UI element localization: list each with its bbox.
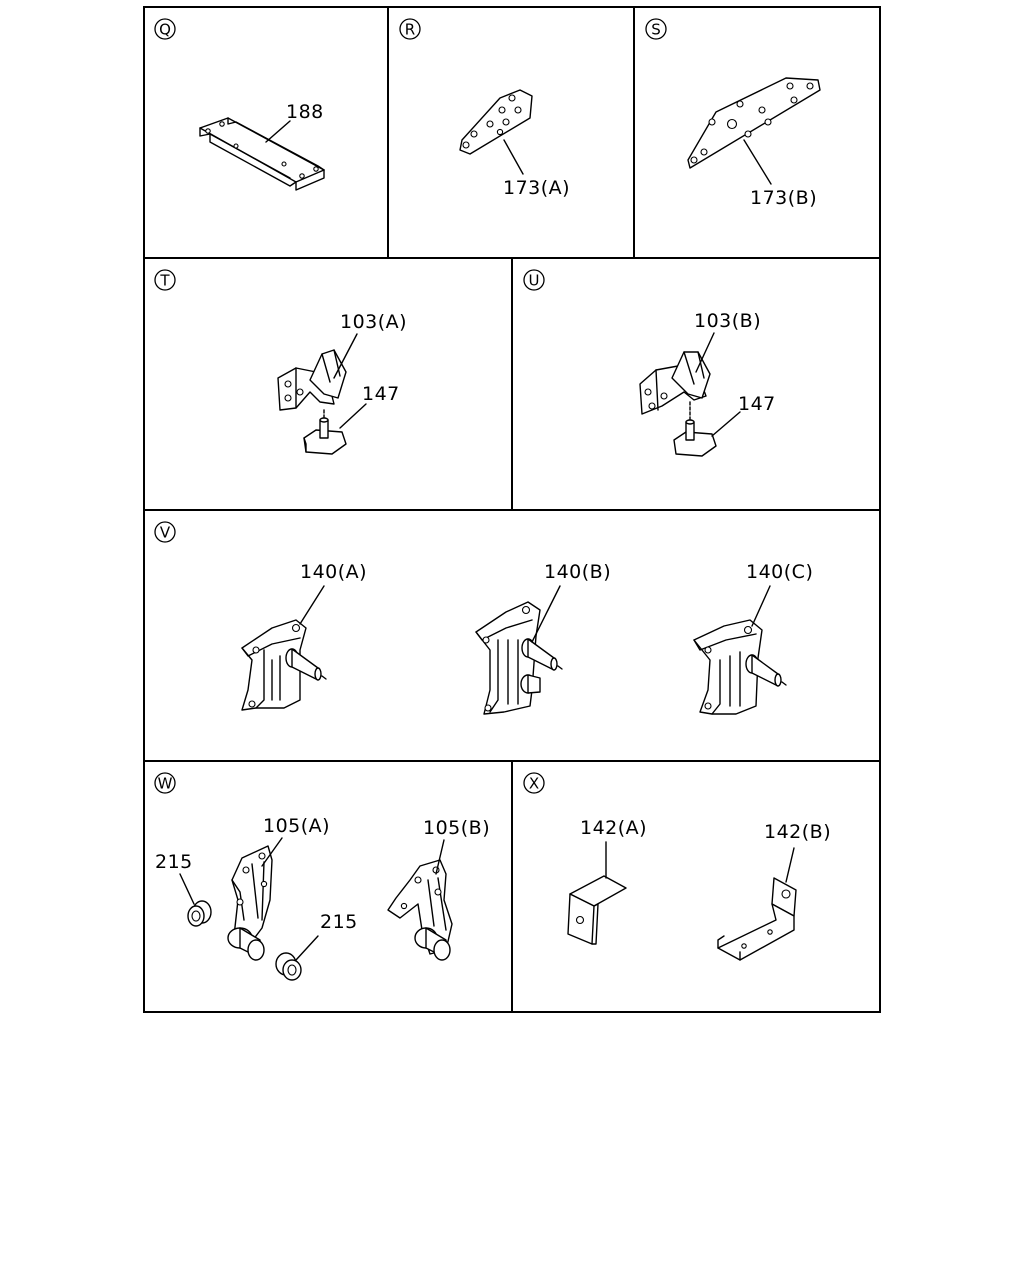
panel-marker-r-label: R	[405, 21, 415, 39]
part-label-215-right: 215	[320, 911, 358, 933]
part-label-142b: 142(B)	[764, 821, 831, 843]
panel-w: W	[154, 772, 490, 981]
part-label-147-t: 147	[362, 383, 400, 405]
leader-105b	[435, 839, 445, 875]
leader-147-u	[711, 411, 741, 437]
panel-marker-s: S	[645, 18, 667, 40]
leader-140c	[751, 585, 771, 627]
panel-marker-u: U	[523, 269, 545, 291]
panel-grid	[143, 6, 881, 1013]
part-105b-shackle	[387, 859, 453, 961]
leader-142b	[785, 847, 795, 883]
part-147-mount-u	[673, 419, 717, 457]
part-105a-shackle	[227, 845, 273, 961]
panel-marker-x-label: X	[529, 775, 539, 793]
leader-188	[265, 120, 291, 143]
leader-103a	[333, 333, 358, 379]
leader-105a	[261, 837, 283, 867]
panel-s: S 173(B)	[645, 18, 821, 209]
panel-marker-r: R	[399, 18, 421, 40]
panel-t: T 103(A) 147	[154, 269, 407, 455]
part-142a-bracket	[567, 875, 627, 945]
leader-173b	[743, 139, 772, 185]
panel-v: V 140(A)	[154, 521, 813, 715]
part-label-188: 188	[286, 101, 324, 123]
part-140a-hanger	[241, 619, 327, 711]
panel-marker-s-label: S	[651, 21, 661, 39]
leader-215-left	[179, 873, 195, 905]
leader-147-t	[339, 403, 367, 429]
panel-marker-t-label: T	[159, 272, 170, 290]
panel-marker-t: T	[154, 269, 176, 291]
part-147-mount	[303, 417, 347, 455]
panel-marker-v-label: V	[160, 524, 171, 542]
part-label-140b: 140(B)	[544, 561, 611, 583]
panel-marker-w-label: W	[158, 775, 173, 793]
panel-r: R 173(A)	[399, 18, 570, 199]
part-label-147-u: 147	[738, 393, 776, 415]
part-215-bushing-left	[187, 900, 212, 927]
leader-140a	[299, 585, 325, 625]
panel-marker-w: W	[154, 772, 176, 794]
leader-173a	[503, 139, 524, 175]
part-103a-bracket	[277, 349, 347, 419]
part-140b-hanger	[475, 601, 563, 715]
panel-marker-q-label: Q	[159, 21, 171, 39]
part-103b-bracket	[639, 351, 711, 421]
part-label-103b: 103(B)	[694, 310, 761, 332]
part-142b-bracket	[717, 877, 797, 961]
part-173b-plate	[687, 77, 821, 169]
part-label-140c: 140(C)	[746, 561, 813, 583]
part-173a-plate	[459, 89, 533, 155]
part-140c-hanger	[693, 619, 787, 715]
part-label-103a: 103(A)	[340, 311, 407, 333]
part-label-215-left: 215	[155, 851, 193, 873]
panel-u: U 103(B) 147	[523, 269, 776, 457]
part-label-105b: 105(B)	[423, 817, 490, 839]
part-188-bracket	[199, 117, 325, 191]
panel-q: Q 188	[154, 18, 325, 191]
part-215-bushing-right	[275, 952, 302, 981]
panel-marker-v: V	[154, 521, 176, 543]
panel-x: X 142(A) 142(B)	[523, 772, 831, 961]
leader-140b	[531, 585, 561, 643]
panel-marker-u-label: U	[529, 272, 540, 290]
part-label-173a: 173(A)	[503, 177, 570, 199]
part-label-173b: 173(B)	[750, 187, 817, 209]
panel-marker-q: Q	[154, 18, 176, 40]
panel-marker-x: X	[523, 772, 545, 794]
part-label-142a: 142(A)	[580, 817, 647, 839]
leader-215-right	[295, 935, 319, 961]
leader-103b	[695, 332, 715, 373]
part-label-140a: 140(A)	[300, 561, 367, 583]
part-label-105a: 105(A)	[263, 815, 330, 837]
